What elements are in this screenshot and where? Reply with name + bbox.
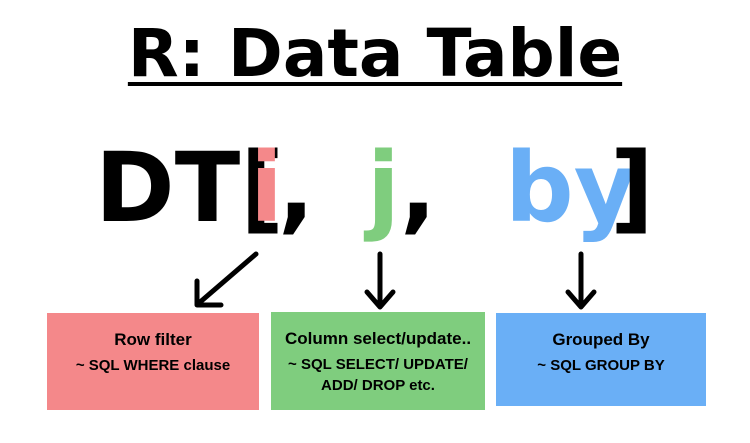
arrow-by bbox=[565, 251, 597, 310]
column-select-title: Column select/update.. bbox=[284, 329, 472, 348]
grouped-by-subtitle: ~ SQL GROUP BY bbox=[537, 357, 665, 374]
grouped-by-box: Grouped By ~ SQL GROUP BY bbox=[496, 313, 706, 406]
row-filter-box: Row filter ~ SQL WHERE clause bbox=[47, 313, 259, 410]
syntax-i: i bbox=[250, 132, 283, 244]
arrow-j bbox=[364, 251, 396, 310]
grouped-by-title: Grouped By bbox=[552, 330, 650, 349]
title-text: R: Data Table bbox=[127, 15, 623, 92]
syntax-prefix: DT[ bbox=[95, 132, 285, 244]
column-select-box: Column select/update.. ~ SQL SELECT/ UPD… bbox=[271, 312, 485, 410]
column-select-subtitle-line2: ADD/ DROP etc. bbox=[321, 377, 435, 394]
syntax-suffix: ] bbox=[610, 132, 654, 244]
syntax-by: by bbox=[505, 132, 637, 244]
row-filter-title: Row filter bbox=[114, 330, 192, 349]
arrow-i bbox=[194, 251, 259, 308]
syntax-comma-2: , bbox=[400, 132, 437, 244]
page-title: R: Data Table bbox=[0, 14, 750, 94]
syntax-comma-1: , bbox=[278, 132, 315, 244]
column-select-subtitle-line1: ~ SQL SELECT/ UPDATE/ bbox=[288, 356, 468, 373]
row-filter-subtitle: ~ SQL WHERE clause bbox=[75, 357, 231, 374]
syntax-j: j bbox=[367, 132, 400, 244]
